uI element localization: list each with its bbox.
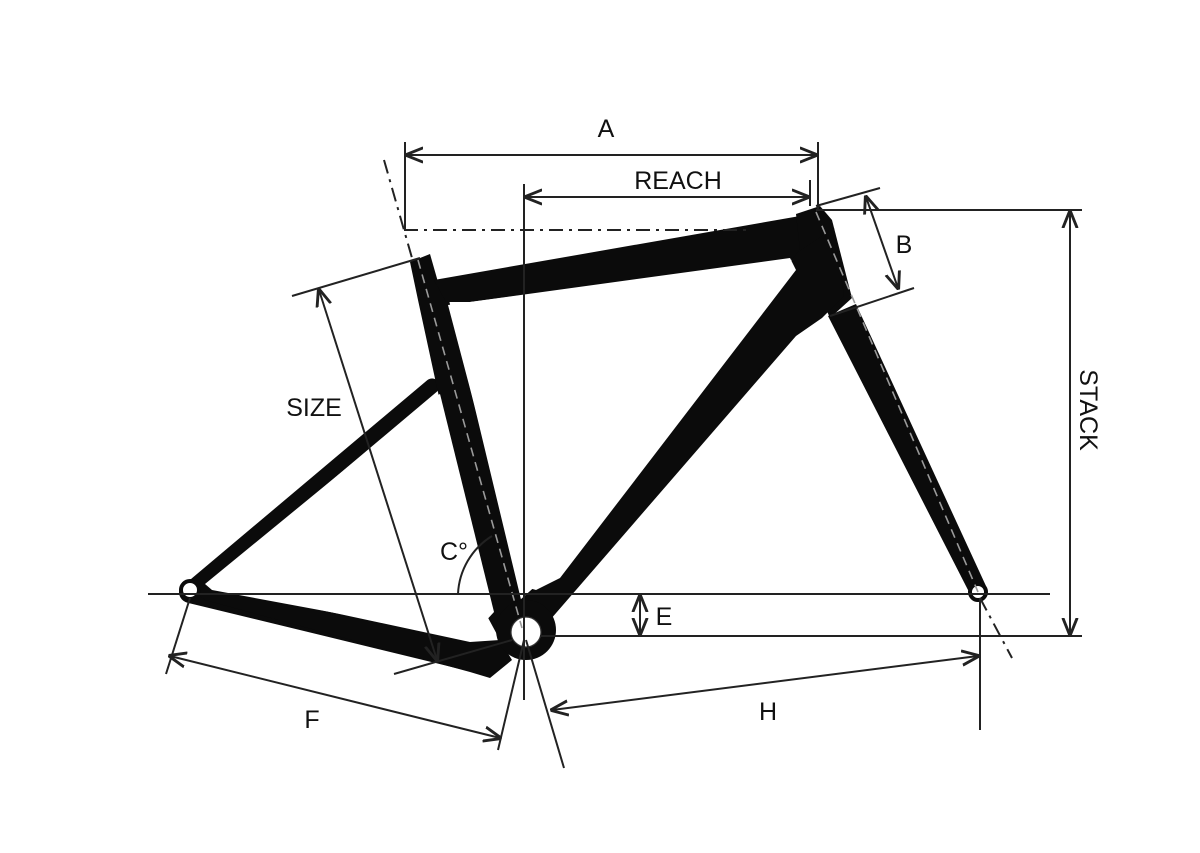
h-left-witness xyxy=(525,639,565,769)
bike-frame xyxy=(179,206,988,678)
size-top-witness xyxy=(291,257,421,297)
b-dimension-line xyxy=(866,197,898,288)
label-e: E xyxy=(656,603,673,631)
f-dimension-line xyxy=(170,656,500,738)
label-b: B xyxy=(896,231,913,259)
f-left-witness xyxy=(165,597,191,675)
label-f: F xyxy=(304,706,319,734)
down-tube xyxy=(520,228,844,628)
label-h: H xyxy=(759,698,777,726)
dimension-lines xyxy=(148,142,1082,769)
seat-tube-extension-line xyxy=(383,159,413,259)
fork xyxy=(828,304,986,598)
dimension-labels: A REACH B STACK SIZE C° E F H xyxy=(286,115,1102,734)
head-tube-centerline xyxy=(815,211,979,593)
c-angle-arc xyxy=(457,535,493,595)
label-stack: STACK xyxy=(1074,369,1102,451)
b-top-witness xyxy=(815,187,881,207)
h-dimension-line xyxy=(552,656,978,710)
label-size: SIZE xyxy=(286,394,342,422)
rear-dropout xyxy=(179,579,201,601)
fork-extension-line xyxy=(979,597,1013,659)
label-a: A xyxy=(598,115,615,143)
label-reach: REACH xyxy=(634,167,722,195)
front-triangle-cutout xyxy=(448,258,796,590)
top-tube xyxy=(434,216,810,302)
size-dimension-line xyxy=(319,290,437,660)
label-c: C° xyxy=(440,538,468,566)
bottom-bracket-hole xyxy=(510,616,542,648)
